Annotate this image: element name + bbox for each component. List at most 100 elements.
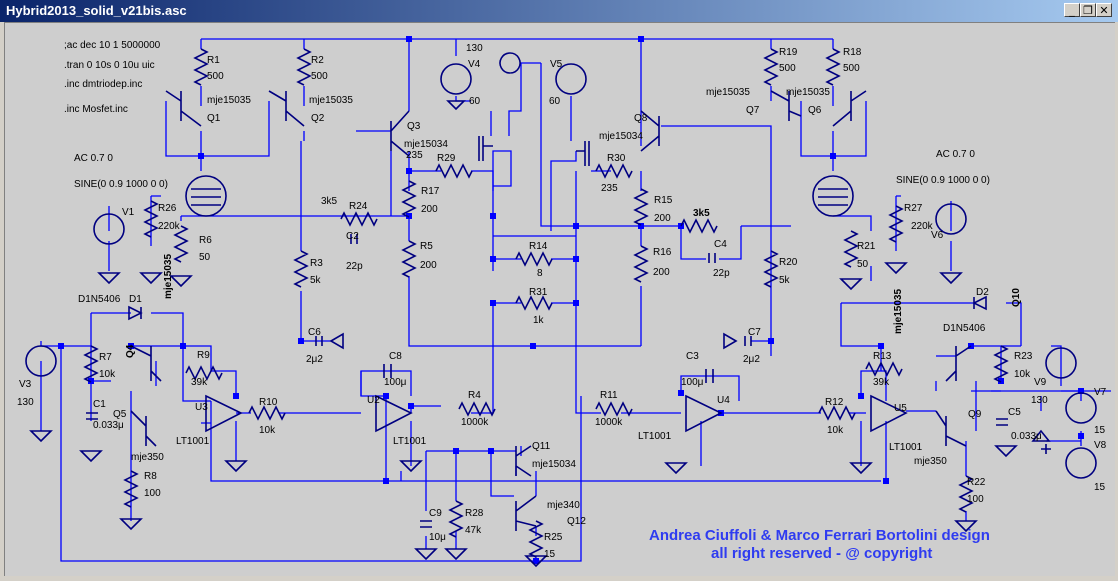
label-d2-model: D1N5406 [943, 323, 986, 334]
label-q1-model: mje15035 [207, 95, 251, 106]
label-r5-value: 200 [420, 260, 437, 271]
schematic: ;ac dec 10 1 5000000 .tran 0 10s 0 10u u… [17, 36, 1111, 568]
schematic-canvas[interactable]: ;ac dec 10 1 5000000 .tran 0 10s 0 10u u… [4, 22, 1115, 576]
label-c4-value: 22p [713, 268, 730, 279]
label-q8: Q8 [634, 113, 648, 124]
label-q9-model: mje350 [914, 456, 947, 467]
title-bar[interactable]: Hybrid2013_solid_v21bis.asc _ ❐ ✕ [0, 0, 1118, 22]
restore-button[interactable]: ❐ [1080, 3, 1096, 17]
label-r14-value: 8 [537, 268, 543, 279]
label-r1-value: 500 [207, 71, 224, 82]
label-c8-value: 100μ [384, 377, 407, 388]
label-d1-model: D1N5406 [78, 294, 121, 305]
directive-inc-triode: .inc dmtriodep.inc [64, 79, 142, 90]
label-r1: R1 [207, 55, 220, 66]
label-c2-value: 22p [346, 261, 363, 272]
label-c6: C6 [308, 327, 321, 338]
label-r23-value: 10k [1014, 369, 1031, 380]
label-r18: R18 [843, 47, 862, 58]
label-r27: R27 [904, 203, 923, 214]
label-r24: R24 [349, 201, 368, 212]
label-r16-value: 200 [653, 267, 670, 278]
label-r31: R31 [529, 287, 548, 298]
label-r6-value: 50 [199, 252, 211, 263]
label-u2: U2 [367, 395, 380, 406]
label-q3-model: mje15034 [404, 139, 448, 150]
label-q5: Q5 [113, 409, 127, 420]
label-c3-value: 100μ [681, 377, 704, 388]
label-r21-value: 50 [857, 259, 869, 270]
label-v9: V9 [1034, 377, 1047, 388]
label-v5-b: 60 [549, 96, 561, 107]
label-c3: C3 [686, 351, 699, 362]
capacitors [86, 234, 1051, 528]
label-q3-value: 235 [406, 150, 423, 161]
triodes [185, 175, 854, 217]
opamps [205, 394, 908, 433]
label-c8: C8 [389, 351, 402, 362]
label-r26-value: 220k [158, 221, 181, 232]
label-d1: D1 [129, 294, 142, 305]
label-q8-model: mje15034 [599, 131, 643, 142]
label-u3: U3 [195, 402, 208, 413]
label-v8-value: 15 [1094, 482, 1106, 493]
label-q6-model: mje15035 [786, 87, 830, 98]
label-q10-model: mje15035 [893, 289, 904, 334]
label-r9-value: 39k [191, 377, 208, 388]
label-sine-left: SINE(0 0.9 1000 0 0) [74, 179, 168, 190]
label-ac-right: AC 0.7 0 [936, 149, 975, 160]
label-r4: R4 [468, 390, 481, 401]
label-v4-value: 130 [466, 43, 483, 54]
close-button[interactable]: ✕ [1096, 3, 1112, 17]
label-r15: R15 [654, 195, 673, 206]
label-u4-model: LT1001 [638, 431, 672, 442]
label-r10: R10 [259, 397, 278, 408]
directive-tran: .tran 0 10s 0 10u uic [64, 60, 155, 71]
label-ac-left: AC 0.7 0 [74, 153, 113, 164]
label-r17: R17 [421, 186, 440, 197]
minimize-button[interactable]: _ [1064, 3, 1080, 17]
label-q4: Q4 [125, 344, 136, 358]
label-r5: R5 [420, 241, 433, 252]
label-c5-value: 0.033μ [1011, 431, 1042, 442]
label-r19: R19 [779, 47, 798, 58]
label-r25: R25 [544, 532, 563, 543]
label-v1: V1 [122, 207, 135, 218]
label-r28: R28 [465, 508, 484, 519]
label-r13-value: 39k [873, 377, 890, 388]
diodes [128, 295, 987, 321]
credit-line-2: all right reserved - @ copyright [711, 545, 932, 562]
label-r18-value: 500 [843, 63, 860, 74]
label-q11: Q11 [532, 441, 551, 452]
close-icon: ✕ [1099, 4, 1109, 17]
label-u2-model: LT1001 [393, 436, 427, 447]
label-r2: R2 [311, 55, 324, 66]
label-u3-model: LT1001 [176, 436, 210, 447]
label-r7-value: 10k [99, 369, 116, 380]
label-r8: R8 [144, 471, 157, 482]
label-c7-value: 2μ2 [743, 354, 760, 365]
label-q7-model: mje15035 [706, 87, 750, 98]
transistors [130, 90, 972, 531]
label-v4-b: 60 [469, 96, 481, 107]
label-q9: Q9 [968, 409, 982, 420]
label-c9: C9 [429, 508, 442, 519]
label-c1-value: 0.033μ [93, 420, 124, 431]
label-r13: R13 [873, 351, 892, 362]
label-u5-model: LT1001 [889, 442, 923, 453]
label-v3: V3 [19, 379, 32, 390]
label-r21: R21 [857, 241, 876, 252]
label-r9: R9 [197, 350, 210, 361]
label-r3: R3 [310, 258, 323, 269]
label-c4: C4 [714, 239, 727, 250]
voltage-sources [25, 52, 1097, 479]
label-q12: Q12 [567, 516, 586, 527]
label-q3: Q3 [407, 121, 421, 132]
label-c4-res: 3k5 [693, 208, 710, 219]
label-r29: R29 [437, 153, 456, 164]
label-r22: R22 [967, 477, 986, 488]
label-r17-value: 200 [421, 204, 438, 215]
label-c2-res: 3k5 [321, 196, 338, 207]
minimize-icon: _ [1069, 4, 1075, 17]
